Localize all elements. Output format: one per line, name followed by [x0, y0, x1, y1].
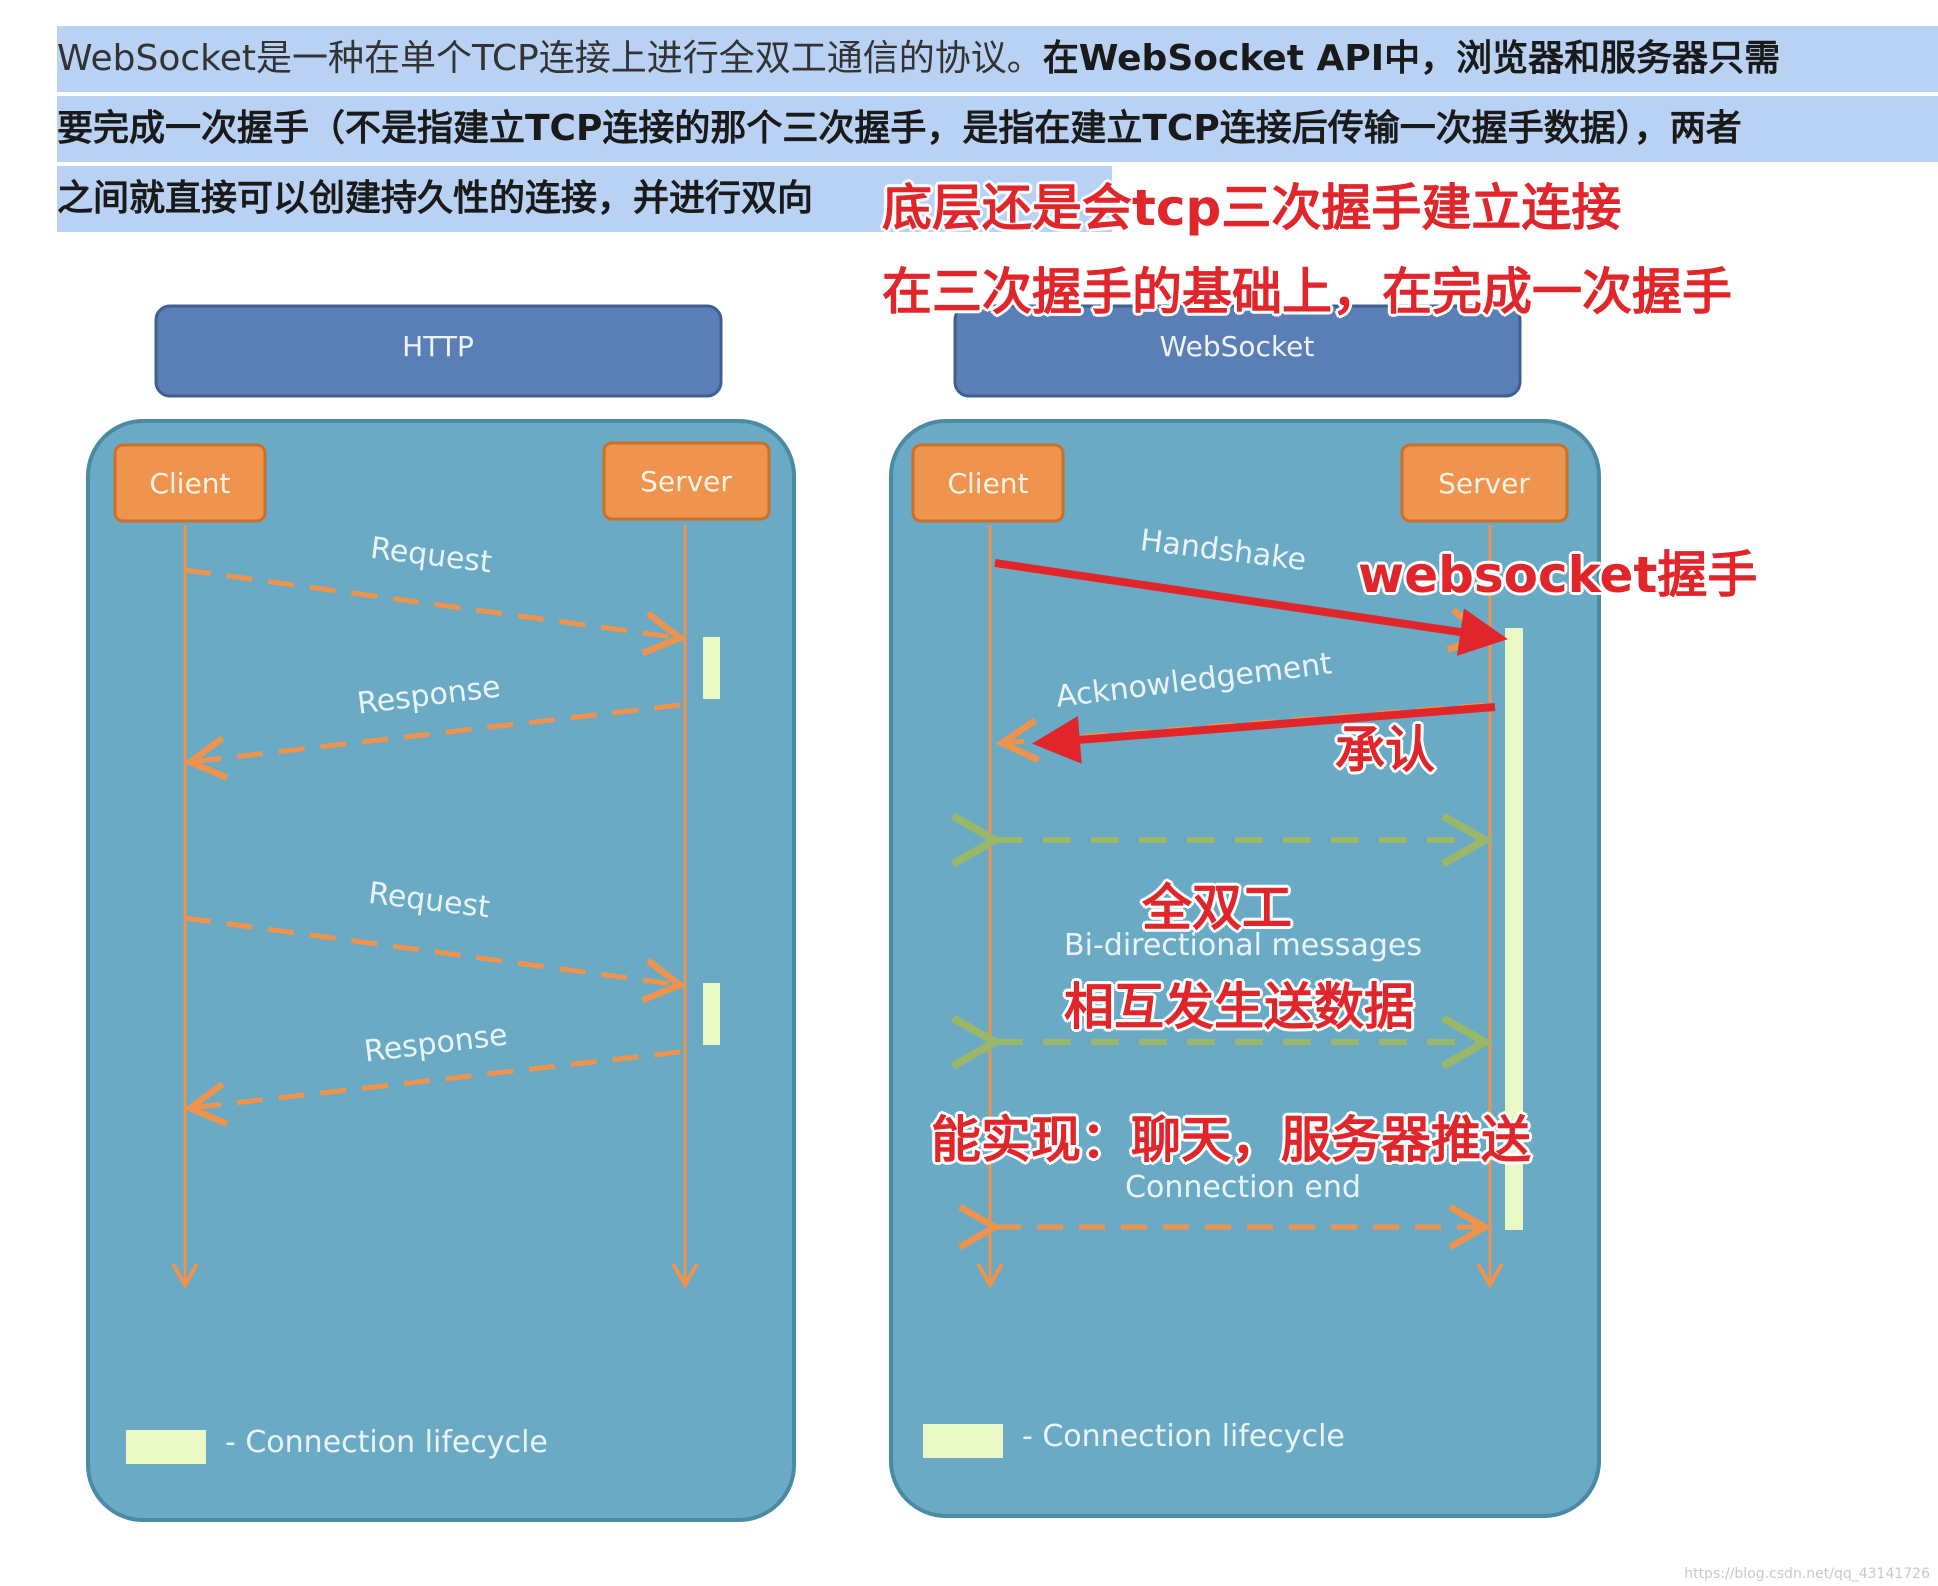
extra-handshake-note: 在三次握手的基础上，在完成一次握手: [882, 263, 1732, 321]
http-server-label: Server: [640, 465, 732, 498]
websocket-server-box: [1400, 443, 1569, 523]
ack-red-arrow: [1032, 703, 1496, 764]
websocket-client-box: [911, 443, 1065, 523]
paragraph-line-3-bold: 之间就直接可以创建持久性的连接，并进行双向: [57, 178, 814, 219]
handshake-red-arrow: [994, 559, 1508, 656]
websocket-legend-swatch: [923, 1424, 1003, 1458]
websocket-handshake-note: websocket握手: [1358, 546, 1758, 604]
paragraph-line-2-bold: 要完成一次握手（不是指建立TCP连接的那个三次握手，是指在建立TCP连接后传输一…: [57, 108, 1742, 149]
paragraph-line-2: 要完成一次握手（不是指建立TCP连接的那个三次握手，是指在建立TCP连接后传输一…: [57, 96, 1938, 162]
paragraph-line-1-normal: WebSocket是一种在单个TCP连接上进行全双工通信的协议。: [57, 38, 1043, 79]
http-legend-label: - Connection lifecycle: [225, 1425, 548, 1460]
websocket-header-label: WebSocket: [1160, 330, 1315, 363]
paragraph-line-1: WebSocket是一种在单个TCP连接上进行全双工通信的协议。在WebSock…: [57, 26, 1938, 92]
websocket-lifecycle-bar: [1505, 628, 1523, 1230]
websocket-client-label: Client: [947, 467, 1028, 500]
http-panel: [86, 419, 796, 1522]
websocket-connection-end-label: Connection end: [1125, 1170, 1361, 1205]
use-cases-note: 能实现：聊天，服务器推送: [931, 1111, 1531, 1169]
paragraph-line-1-bold: 在WebSocket API中，浏览器和服务器只需: [1042, 38, 1781, 79]
http-lifecycle-bar-2: [703, 983, 720, 1045]
mutual-send-note: 相互发生送数据: [1064, 978, 1414, 1036]
http-legend-swatch: [126, 1430, 206, 1464]
acknowledge-note: 承认: [1335, 721, 1435, 779]
red-annotation-arrows: [994, 559, 1508, 764]
websocket-diagram: WebSocket Client Server Handshake Acknow…: [889, 304, 1601, 1518]
http-lifecycle-bar-1: [703, 637, 720, 699]
http-header-box: [154, 304, 723, 398]
watermark: https://blog.csdn.net/qq_43141726: [1684, 1566, 1930, 1582]
tcp-handshake-note: 底层还是会tcp三次握手建立连接: [882, 179, 1622, 237]
paragraph-line-3: 之间就直接可以创建持久性的连接，并进行双向: [57, 166, 1112, 232]
websocket-bidirectional-label: Bi-directional messages: [1064, 928, 1422, 963]
http-client-label: Client: [149, 467, 230, 500]
websocket-server-label: Server: [1438, 467, 1530, 500]
full-duplex-note: 全双工: [1142, 879, 1292, 937]
websocket-header-box: [953, 304, 1522, 398]
websocket-legend-label: - Connection lifecycle: [1022, 1419, 1345, 1454]
http-server-box: [602, 441, 771, 521]
http-diagram: HTTP Client Server Request Response Requ…: [86, 304, 796, 1522]
http-client-box: [113, 443, 267, 523]
http-header-label: HTTP: [402, 330, 474, 363]
